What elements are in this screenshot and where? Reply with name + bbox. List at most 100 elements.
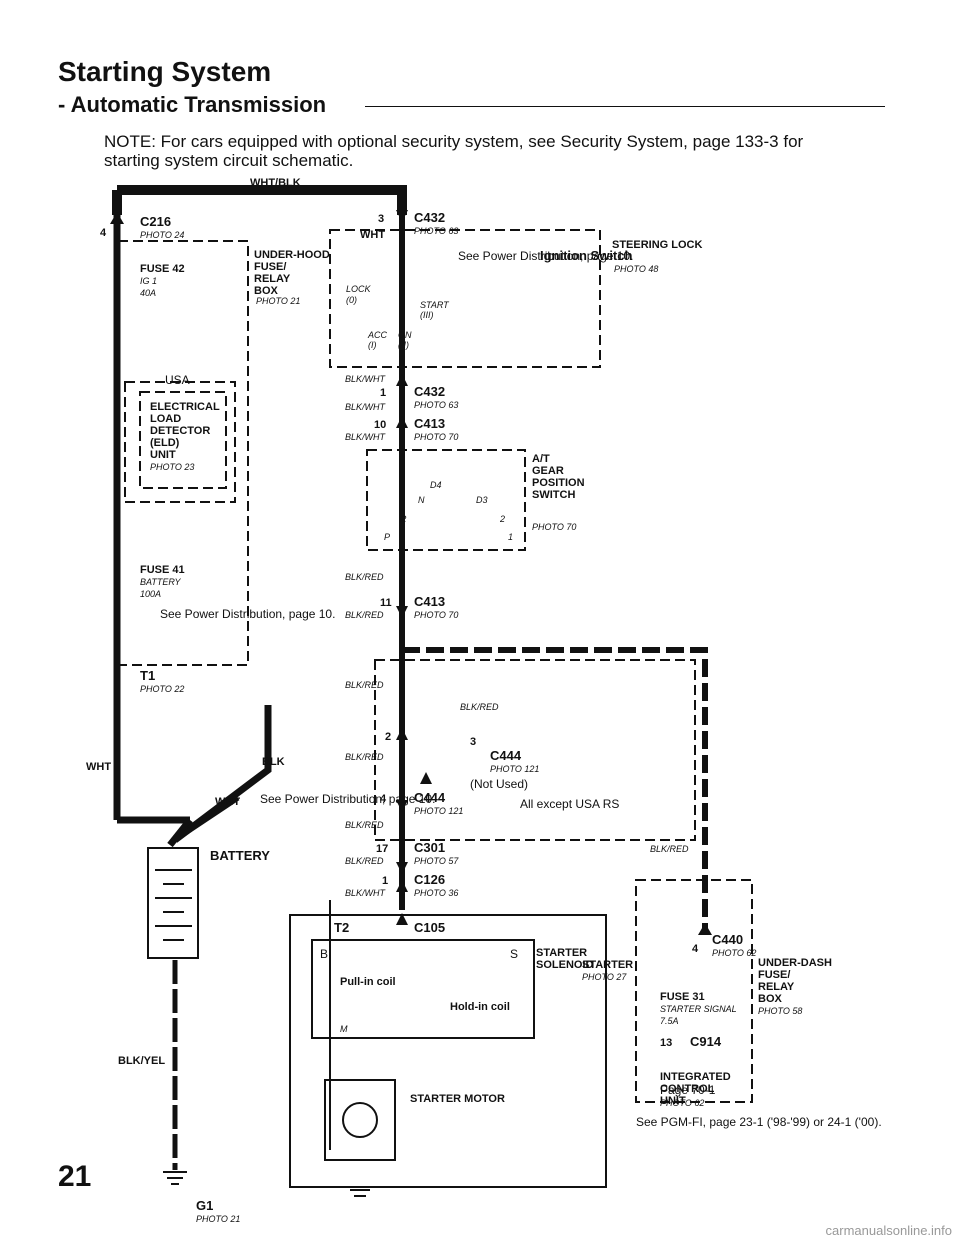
c216-label: C216: [140, 214, 171, 229]
gear-photo: PHOTO 70: [532, 522, 576, 532]
starter-boxes: [147, 847, 607, 1188]
title-rule: [365, 106, 885, 107]
steering-lock-photo: PHOTO 48: [614, 264, 658, 274]
c126-photo: PHOTO 36: [414, 888, 458, 898]
wire-label-wht-2: WHT: [215, 796, 240, 808]
fuse31-label: FUSE 31: [660, 991, 705, 1003]
c432-label: C432: [414, 210, 445, 225]
c126-pin: 1: [382, 875, 388, 887]
wire-label-wht-3: WHT: [360, 229, 385, 241]
fuse42-sub: IG 1: [140, 276, 157, 286]
wire-label-blk-red-5: BLK/RED: [345, 752, 384, 762]
fuse31-amp: 7.5A: [660, 1016, 679, 1026]
wire-wht-blk-top: [117, 185, 407, 215]
starter-outer-box: [289, 914, 607, 1188]
fuse42-amp: 40A: [140, 288, 156, 298]
c413-top-marker: [396, 416, 408, 428]
page-subtitle: - Automatic Transmission: [58, 92, 327, 117]
gear-d4: D4: [430, 480, 442, 490]
page-number: 21: [58, 1160, 92, 1193]
c413-photo: PHOTO 70: [414, 432, 458, 442]
ignition-box: [329, 229, 601, 368]
on-pos: (II): [398, 340, 409, 350]
see-power-3: See Power Distribution, page 10.: [458, 249, 633, 263]
all-except-label: All except USA RS: [520, 797, 619, 811]
c413-photo-2: PHOTO 70: [414, 610, 458, 620]
c444-c-marker: [396, 800, 408, 812]
c105-marker: [396, 913, 408, 925]
wire-label-wht: WHT: [86, 761, 111, 773]
battery-label: BATTERY: [210, 848, 270, 863]
ground-symbols: [163, 1171, 370, 1197]
battery-cells: [155, 869, 192, 941]
g1-photo: PHOTO 21: [196, 1214, 240, 1224]
wire-label-blk-red-right: BLK/RED: [650, 844, 689, 854]
wire-label-blk-yel: BLK/YEL: [118, 1055, 165, 1067]
c444-a-marker: [396, 728, 408, 740]
c444-b-marker: [420, 772, 432, 784]
term-s: S: [510, 947, 518, 961]
gear-2: 2: [499, 514, 505, 524]
c413-pin-bottom: 11: [380, 597, 392, 609]
component-boxes: [117, 229, 753, 1103]
eld-photo: PHOTO 23: [150, 462, 194, 472]
wire-label-blk-wht: BLK/WHT: [345, 374, 387, 384]
gear-box: [366, 449, 526, 551]
wire-blk-red-right: [402, 647, 708, 935]
wire-label-wht-blk: WHT/BLK: [250, 177, 301, 189]
c432-label-2: C432: [414, 384, 445, 399]
wire-label-blk-wht-2: BLK/WHT: [345, 402, 387, 412]
c301-photo: PHOTO 57: [414, 856, 459, 866]
c301-pin: 17: [376, 843, 388, 855]
fuse31-sub: STARTER SIGNAL: [660, 1004, 737, 1014]
term-b: B: [320, 947, 328, 961]
fuse41-amp: 100A: [140, 589, 161, 599]
starter-photo: PHOTO 27: [582, 972, 627, 982]
usa-label: USA: [165, 373, 190, 387]
motor-box: [324, 1079, 396, 1161]
c432-pin-bottom: 1: [380, 387, 386, 399]
t1-label: T1: [140, 668, 155, 683]
under-dash-photo: PHOTO 58: [758, 1006, 802, 1016]
wire-label-blk: BLK: [262, 756, 285, 768]
c440-pin: 4: [692, 943, 699, 955]
motor-circle: [342, 1102, 378, 1138]
c440-label: C440: [712, 932, 743, 947]
wire-see-power: [173, 795, 240, 843]
wire-label-blk-wht-3: BLK/WHT: [345, 432, 387, 442]
security-note: NOTE: For cars equipped with optional se…: [104, 132, 804, 170]
lock-label: LOCK: [346, 284, 372, 294]
pull-in-label: Pull-in coil: [340, 976, 396, 988]
lock-pos: (0): [346, 295, 357, 305]
fuse41-sub: BATTERY: [140, 577, 182, 587]
see-power-1: See Power Distribution, page 10.: [160, 607, 335, 621]
c914-label: C914: [690, 1034, 722, 1049]
gear-n: N: [418, 495, 425, 505]
start-pos: (III): [420, 310, 434, 320]
eld-box: [139, 391, 227, 489]
c413-bottom-marker: [396, 606, 408, 618]
starter-label: STARTER: [582, 959, 633, 971]
c105-label: C105: [414, 920, 445, 935]
starter-motor-label: STARTER MOTOR: [410, 1093, 505, 1105]
ignition-switch-label: Ignition Switch: [540, 248, 632, 263]
c126-marker: [396, 880, 408, 892]
c444-label-2: C444: [414, 790, 446, 805]
c444-pin-a: 2: [385, 731, 391, 743]
c432-pin-top: 3: [378, 213, 384, 225]
watermark: carmanualsonline.info: [825, 1223, 952, 1238]
wire-lines: [112, 185, 708, 1170]
not-used-label: (Not Used): [470, 777, 528, 791]
start-label: START: [420, 300, 450, 310]
underhood-box: [117, 240, 249, 666]
underdash-box: [635, 879, 753, 1103]
fuse42-label: FUSE 42: [140, 263, 185, 275]
wire-label-blk-red: BLK/RED: [345, 572, 384, 582]
c413-label-2: C413: [414, 594, 445, 609]
